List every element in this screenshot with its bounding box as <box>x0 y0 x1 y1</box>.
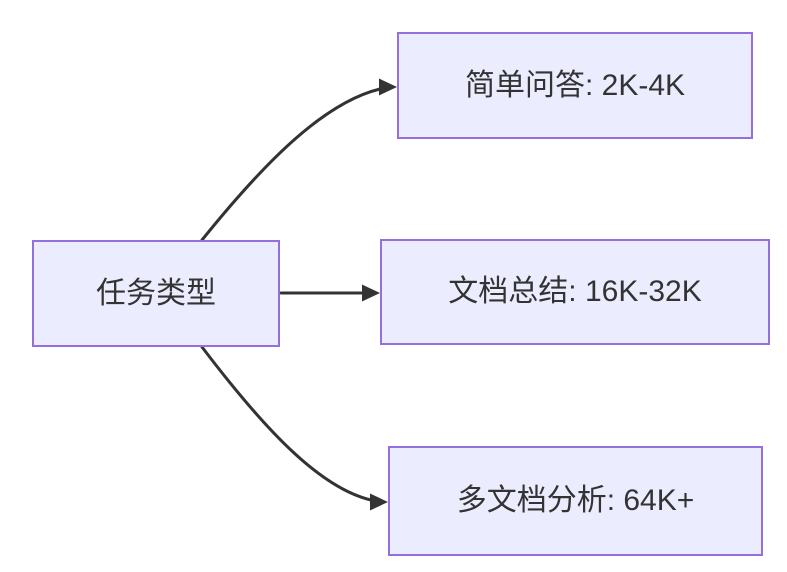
edge-line-down <box>200 345 373 502</box>
arrowhead-icon <box>379 78 397 96</box>
edge-line-up <box>200 87 382 242</box>
arrowhead-icon <box>362 284 380 302</box>
edge-task-type-to-doc-summary <box>279 284 380 302</box>
node-doc-summary: 文档总结: 16K-32K <box>380 239 770 345</box>
edge-task-type-to-simple-qa <box>200 78 397 242</box>
arrowhead-icon <box>370 493 388 511</box>
node-simple-qa: 简单问答: 2K-4K <box>397 32 753 139</box>
node-multi-doc-analysis: 多文档分析: 64K+ <box>388 446 763 556</box>
node-task-type: 任务类型 <box>32 240 280 347</box>
edge-task-type-to-multi-doc-analysis <box>200 345 388 511</box>
